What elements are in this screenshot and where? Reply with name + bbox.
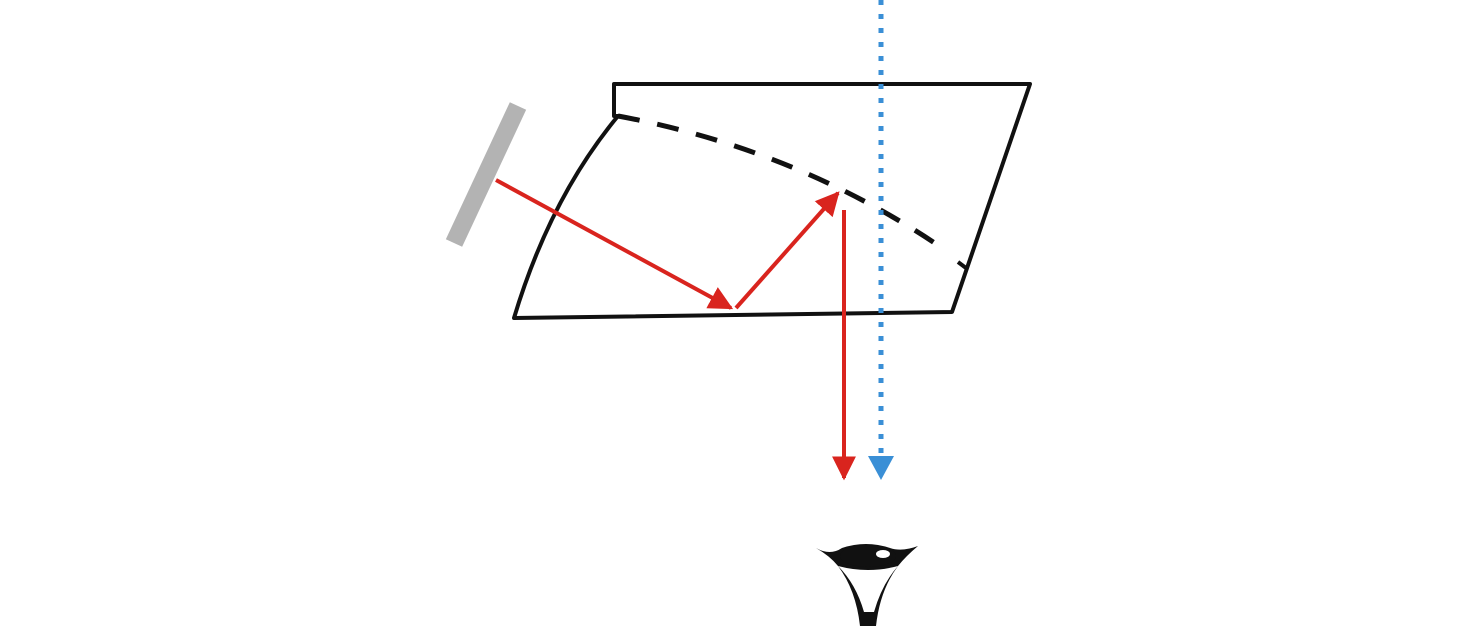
see-through-arrowhead	[868, 456, 894, 480]
half-mirror-surface	[617, 113, 950, 255]
prism-outline	[512, 82, 1032, 320]
ray-segment-display-to-bottom	[495, 178, 734, 310]
prism	[512, 82, 1032, 320]
display-panel	[445, 102, 527, 247]
prism-notch	[956, 260, 968, 270]
virtual-image-ray	[495, 178, 856, 481]
see-through-ray	[868, 0, 894, 480]
ray-segment-bottom-to-mirror	[734, 191, 840, 310]
eye-icon	[816, 544, 918, 626]
